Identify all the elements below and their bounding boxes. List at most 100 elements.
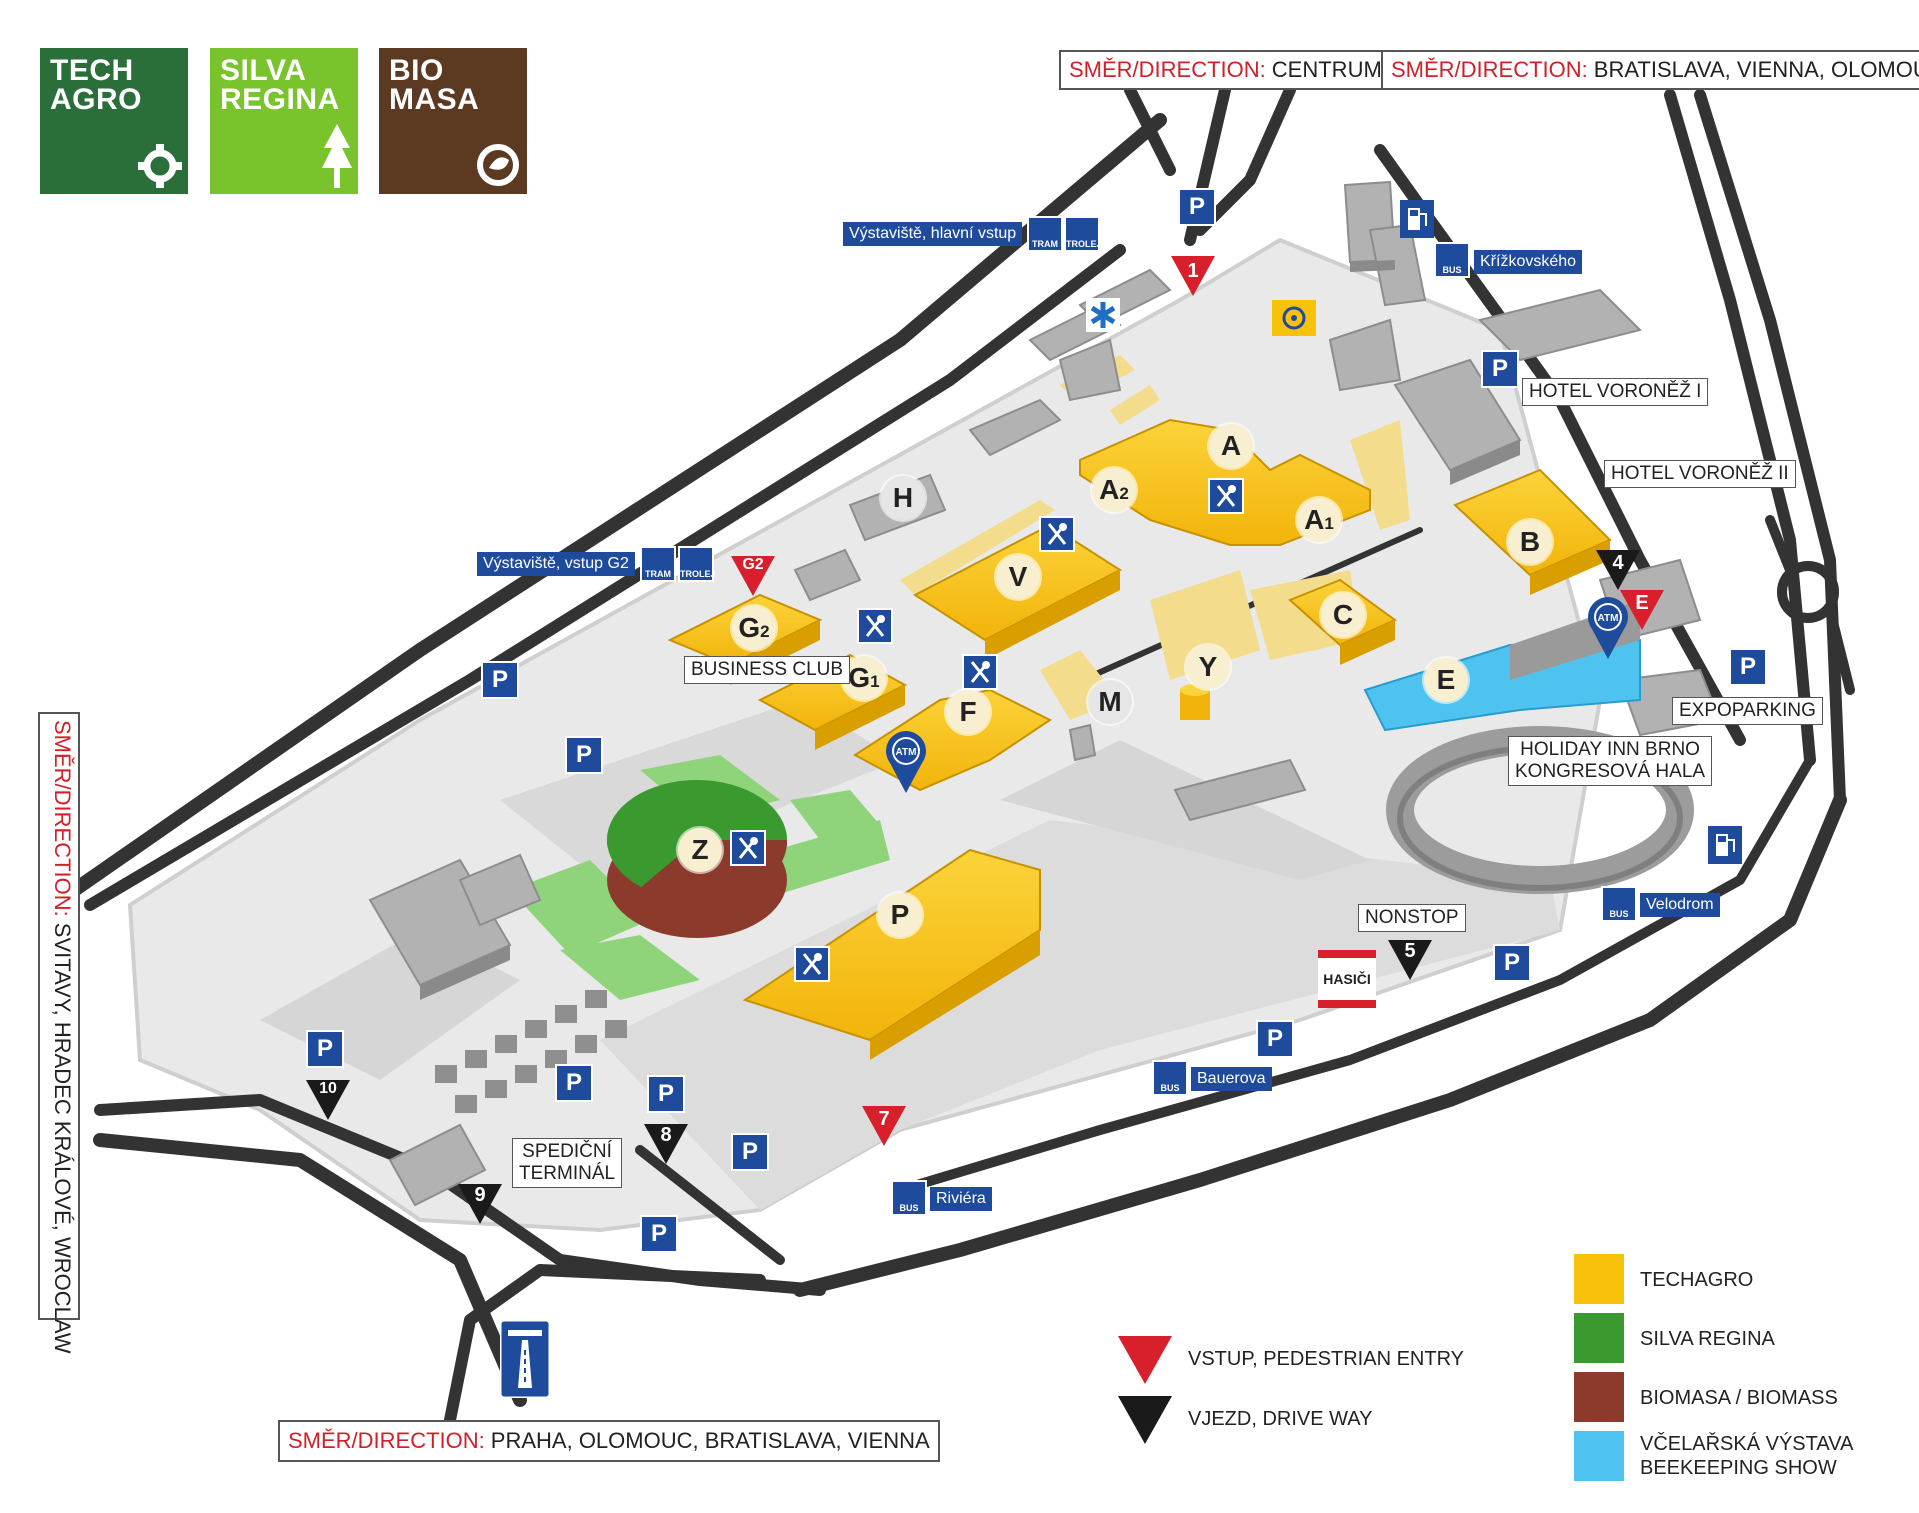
entry-7-number: 7 <box>878 1108 890 1130</box>
atm-label: ATM <box>1598 613 1619 624</box>
hall-e-label[interactable]: E <box>1424 658 1468 702</box>
hall-z-label[interactable]: Z <box>678 828 722 872</box>
stop-krizkovskeho: Křížkovského <box>1474 250 1583 274</box>
exhibition-grounds <box>127 237 1603 1233</box>
hall-a-label[interactable]: A <box>1209 424 1253 468</box>
trolley-icon: TROLEJ <box>680 548 716 580</box>
stop-vystaviste-vstup-g2: Výstaviště, vstup G2 <box>477 552 635 576</box>
hotel-voronez-2-tag: HOTEL VORONĚŽ II <box>1604 460 1796 488</box>
parking-sign[interactable]: P <box>557 1066 591 1100</box>
restaurant-icon <box>732 832 764 864</box>
hall-h-label[interactable]: H <box>881 476 925 520</box>
parking-sign[interactable]: P <box>1495 946 1529 980</box>
parking-sign[interactable]: P <box>567 738 601 772</box>
legend-silva-swatch <box>1574 1313 1624 1363</box>
hall-c-label[interactable]: C <box>1321 593 1365 637</box>
legend-techagro-label: TECHAGRO <box>1640 1269 1754 1291</box>
direction-svitavy: SMĚR/DIRECTION:SVITAVY, HRADEC KRÁLOVÉ, … <box>50 720 75 1354</box>
restaurant-icon <box>1210 480 1242 512</box>
legend-techagro-swatch <box>1574 1254 1624 1304</box>
parking-sign[interactable]: P <box>642 1217 676 1251</box>
restaurant-icon <box>796 948 828 980</box>
tree-icon <box>322 124 352 188</box>
pedestrian-entry-1[interactable] <box>1171 256 1215 296</box>
drive-way-4[interactable] <box>1596 550 1640 590</box>
bus-icon: BUS <box>1436 244 1468 276</box>
direction-centrum: SMĚR/DIRECTION:CENTRUM <box>1059 50 1392 90</box>
bus-icon: BUS <box>1154 1062 1186 1094</box>
drive-10-number: 10 <box>319 1080 337 1097</box>
parking-sign[interactable]: P <box>1180 190 1214 224</box>
drive-way-5[interactable] <box>1388 940 1432 980</box>
fuel-station-icon <box>1708 826 1742 864</box>
motorway-icon <box>500 1320 550 1398</box>
parking-sign[interactable]: P <box>1483 352 1517 386</box>
trolley-icon: TROLEJ <box>1066 218 1102 250</box>
drive-9-number: 9 <box>474 1184 486 1206</box>
pedestrian-entry-7[interactable] <box>862 1106 906 1146</box>
road-network <box>53 84 1855 1426</box>
grey-buildings <box>368 180 1722 1207</box>
parking-sign[interactable]: P <box>733 1135 767 1169</box>
parking-sign[interactable]: P <box>649 1077 683 1111</box>
drive-way-9[interactable] <box>458 1184 502 1224</box>
business-club-tag: BUSINESS CLUB <box>684 656 851 684</box>
parking-sign[interactable]: P <box>483 663 517 697</box>
gear-icon <box>138 144 182 188</box>
stop-vystaviste-hlavni-vstup: Výstaviště, hlavní vstup <box>843 222 1023 246</box>
atm-label: ATM <box>896 747 917 758</box>
legend-pedestrian-label: VSTUP, PEDESTRIAN ENTRY <box>1188 1348 1464 1370</box>
bus-icon: BUS <box>893 1182 925 1214</box>
hall-m-label[interactable]: M <box>1088 680 1132 724</box>
hotel-voronez-1-tag: HOTEL VORONĚŽ I <box>1522 378 1709 406</box>
hall-y-label[interactable]: Y <box>1186 645 1230 689</box>
drive-8-number: 8 <box>660 1124 672 1146</box>
bus-icon: BUS <box>1603 888 1635 920</box>
tram-icon: TRAM <box>642 548 674 580</box>
medical-icon <box>1086 298 1120 332</box>
stop-riviera: Riviéra <box>930 1187 992 1211</box>
parking-sign[interactable]: P <box>308 1032 342 1066</box>
direction-praha: SMĚR/DIRECTION:PRAHA, OLOMOUC, BRATISLAV… <box>278 1420 940 1462</box>
drive-way-10[interactable] <box>306 1080 350 1120</box>
atm-icon: ATM <box>886 731 926 793</box>
drive-4-number: 4 <box>1612 552 1624 574</box>
fuel-station-icon <box>1400 200 1434 238</box>
restaurant-icon <box>859 610 891 642</box>
post-office-icon <box>1272 300 1316 336</box>
direction-svitavy-box <box>38 712 80 1320</box>
legend-drive-triangle <box>1118 1396 1172 1444</box>
hall-p-label[interactable]: P <box>878 893 922 937</box>
legend-silva-label: SILVA REGINA <box>1640 1328 1775 1350</box>
parking-sign[interactable]: P <box>1731 650 1765 684</box>
hall-f-label[interactable]: F <box>946 690 990 734</box>
entry-e-number: E <box>1635 592 1649 614</box>
pedestrian-entry-e[interactable] <box>1620 590 1664 630</box>
drive-way-8[interactable] <box>644 1124 688 1164</box>
nonstop-tag: NONSTOP <box>1358 904 1466 932</box>
legend-beekeeping-swatch <box>1574 1431 1624 1481</box>
hasici-sign: HASIČI <box>1318 950 1376 1008</box>
pavilion-y <box>1180 684 1210 720</box>
pavilion-shadows <box>730 540 1610 1060</box>
drive-5-number: 5 <box>1404 940 1416 962</box>
legend-pedestrian-triangle <box>1118 1336 1172 1384</box>
hall-b-label[interactable]: B <box>1508 520 1552 564</box>
parking-sign[interactable]: P <box>1258 1022 1292 1056</box>
entry-1-number: 1 <box>1187 260 1199 282</box>
atm-icon: ATM <box>1588 597 1628 659</box>
entry-g2-number: G2 <box>742 556 764 573</box>
pedestrian-entry-g2[interactable] <box>731 556 775 596</box>
hall-v-label[interactable]: V <box>996 555 1040 599</box>
restaurant-icon <box>964 656 996 688</box>
stop-bauerova: Bauerova <box>1191 1067 1272 1091</box>
